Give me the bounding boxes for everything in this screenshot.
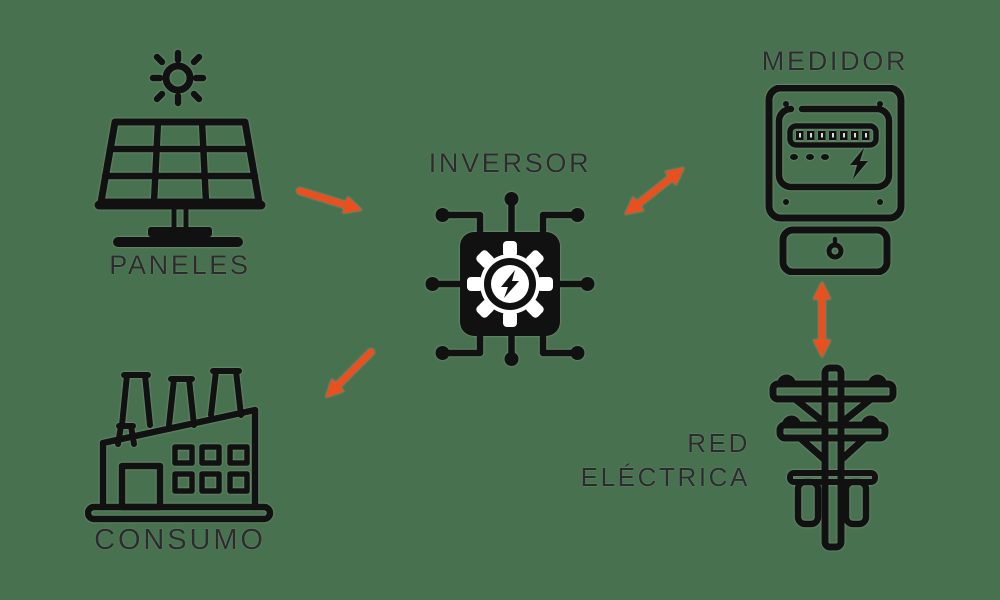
electric-meter-icon [765,85,905,275]
factory-icon [85,368,274,523]
arrow-inversor-to-consumo [325,348,375,398]
factory-windows [172,444,250,494]
utility-pole-icon [769,364,897,551]
inversor-label: INVERSOR [428,148,592,178]
red-electrica-label-line2: ELÉCTRICA [580,462,750,492]
sun-icon [149,49,207,107]
chip-pins [425,192,595,366]
transformer-boxes [794,478,870,528]
consumo-label: CONSUMO [94,524,266,556]
gear-icon [467,241,553,327]
meter-digits [796,131,870,140]
arrow-inversor-medidor-two-way [624,167,685,215]
inverter-chip-icon [425,192,595,366]
medidor-label: MEDIDOR [761,46,909,76]
lightning-bolt-icon [850,148,868,179]
lightning-bolt-icon [501,270,519,298]
paneles-label: PANELES [109,250,251,280]
keyhole-icon [826,236,844,260]
factory-chimneys [115,368,244,447]
meter-dots [790,154,829,160]
red-electrica-label: RED ELÉCTRICA [581,426,750,494]
solar-panel-icon [94,49,266,247]
meter-screws [783,101,883,205]
arrow-paneles-to-inversor [296,187,363,214]
red-electrica-label-line1: RED [687,428,750,458]
